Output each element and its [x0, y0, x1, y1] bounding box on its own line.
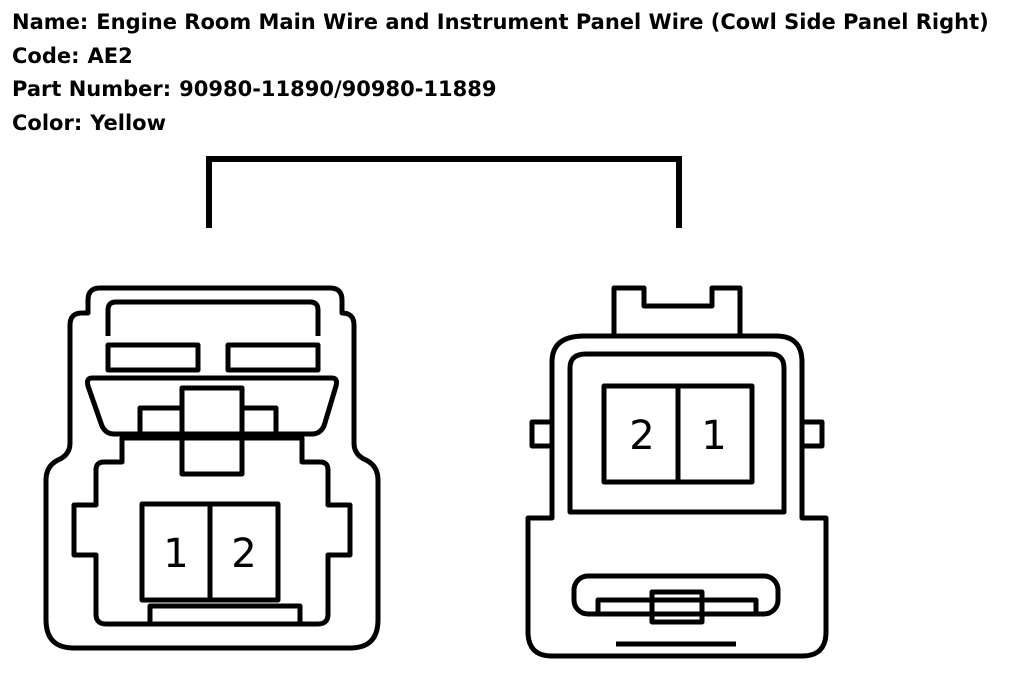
left-lock-bar-2	[225, 342, 321, 373]
color-row: Color: Yellow	[12, 107, 989, 141]
left-housing-outline	[43, 285, 381, 651]
left-bottom-rail	[147, 603, 303, 624]
left-inner-wall	[71, 435, 353, 627]
code-value: AE2	[87, 43, 133, 68]
right-connector	[525, 285, 829, 659]
left-pin-b: 2	[231, 531, 256, 577]
left-latch-arch	[85, 375, 339, 437]
part-number-label: Part Number:	[12, 77, 172, 101]
right-bottom-slot	[571, 573, 781, 617]
color-value: Yellow	[90, 110, 166, 135]
right-inner-panel	[567, 351, 787, 515]
connector-info: Name: Engine Room Main Wire and Instrumen…	[12, 6, 989, 140]
connection-bracket	[206, 156, 682, 228]
right-ear-right	[799, 419, 825, 449]
code-label: Code:	[12, 43, 80, 68]
left-latch-step	[137, 405, 279, 434]
right-housing-outline	[525, 333, 829, 659]
left-lock-frame	[105, 299, 321, 336]
left-pin-a: 1	[163, 531, 188, 577]
right-bottom-key	[649, 589, 705, 625]
left-connector	[43, 285, 381, 651]
right-lock-tab	[611, 285, 743, 336]
left-lock-bar-1	[105, 342, 201, 373]
right-pin-a: 2	[629, 413, 654, 459]
part-number-value: 90980-11890/90980-11889	[179, 77, 497, 101]
name-row: Name: Engine Room Main Wire and Instrumen…	[12, 6, 989, 40]
right-ear-left	[529, 419, 555, 449]
right-pin-b: 1	[701, 413, 726, 459]
name-label: Name:	[12, 10, 89, 34]
color-label: Color:	[12, 110, 83, 135]
right-slot-inner	[595, 597, 759, 614]
code-row: Code: AE2	[12, 40, 989, 74]
name-value: Engine Room Main Wire and Instrument Pan…	[96, 10, 989, 34]
part-number-row: Part Number: 90980-11890/90980-11889	[12, 73, 989, 107]
left-center-key	[179, 385, 245, 477]
